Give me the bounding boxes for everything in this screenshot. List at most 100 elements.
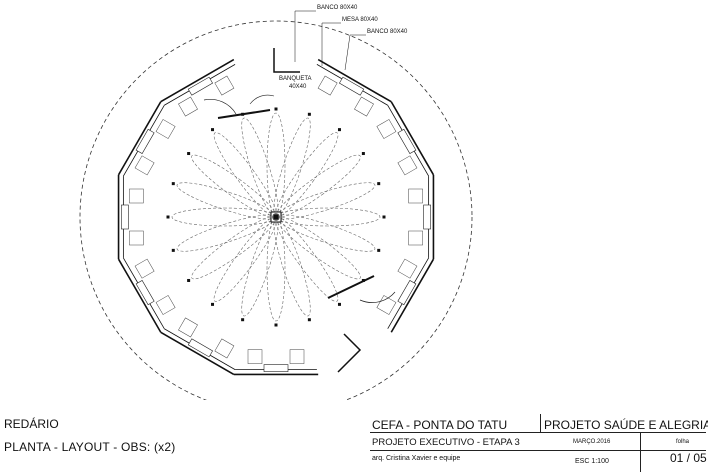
stool-3-a bbox=[397, 258, 418, 279]
drawing-scale: ESC 1:100 bbox=[575, 458, 609, 465]
hammock-1 bbox=[273, 117, 311, 218]
hammock-10 bbox=[266, 216, 286, 322]
hammock-13 bbox=[191, 215, 277, 280]
entrance-niche-bottom bbox=[337, 333, 362, 373]
hammock-hook-14 bbox=[171, 248, 175, 252]
title-block-divider bbox=[540, 414, 541, 432]
bench-5 bbox=[263, 364, 289, 372]
bench-1 bbox=[397, 128, 417, 154]
annotation-leaders bbox=[294, 10, 366, 71]
hammock-9 bbox=[273, 216, 311, 317]
hammock-16 bbox=[176, 182, 277, 220]
bench-9 bbox=[135, 128, 155, 154]
title-block-rule-top bbox=[370, 432, 706, 433]
hammock-hook-6 bbox=[377, 248, 381, 252]
center-post bbox=[270, 211, 282, 223]
label-banqueta-size: 40X40 bbox=[289, 84, 307, 90]
hammock-hook-4 bbox=[377, 182, 381, 186]
hammock-hook-12 bbox=[211, 302, 215, 306]
hammock-hook-17 bbox=[187, 152, 191, 156]
leader-banco-right bbox=[344, 34, 366, 71]
label-banco-top: BANCO 80X40 bbox=[317, 5, 358, 11]
door-leaf-right bbox=[327, 275, 375, 299]
label-mesa: MESA 80X40 bbox=[342, 17, 378, 23]
project-date: MARÇO.2016 bbox=[573, 439, 611, 445]
furniture-layout bbox=[121, 75, 431, 372]
bench-10 bbox=[187, 76, 213, 96]
hammock-7 bbox=[275, 215, 361, 280]
stool-0-b bbox=[354, 96, 374, 117]
roof-outline-circle bbox=[79, 20, 473, 400]
hammock-hook-15 bbox=[166, 215, 170, 219]
project-name: PROJETO SAÚDE E ALEGRIA bbox=[544, 418, 708, 432]
hammock-hook-18 bbox=[211, 128, 215, 132]
hammock-6 bbox=[275, 214, 376, 252]
bench-2 bbox=[423, 204, 431, 230]
hammock-4 bbox=[275, 182, 376, 220]
sheet-number: 01 / 05 bbox=[670, 451, 707, 465]
hammock-hook-10 bbox=[274, 323, 278, 327]
stool-1-b bbox=[397, 155, 418, 176]
project-stage: PROJETO EXECUTIVO - ETAPA 3 bbox=[372, 437, 520, 448]
stool-5-b bbox=[247, 349, 263, 364]
hammock-hook-9 bbox=[307, 318, 311, 322]
stool-0-a bbox=[317, 75, 338, 96]
project-team: arq. Cristina Xavier e equipe bbox=[372, 455, 461, 462]
hammock-18 bbox=[213, 132, 278, 218]
stool-9-b bbox=[155, 119, 176, 139]
bench-8 bbox=[121, 204, 129, 230]
hammock-hook-5 bbox=[382, 215, 386, 219]
hammock-5 bbox=[275, 207, 381, 227]
hammock-11 bbox=[241, 216, 279, 317]
title-block-divider-sheet bbox=[640, 432, 641, 472]
stool-8-a bbox=[129, 230, 144, 246]
bench-3 bbox=[397, 280, 417, 306]
stool-2-a bbox=[408, 188, 423, 204]
wall-outer-10 bbox=[160, 58, 235, 103]
sheet-label: folha bbox=[676, 439, 690, 445]
wall-outer-1 bbox=[390, 101, 435, 176]
hammock-hook-2 bbox=[337, 128, 341, 132]
stool-7-b bbox=[134, 258, 155, 279]
stool-7-a bbox=[155, 295, 176, 315]
hammock-14 bbox=[176, 214, 277, 252]
hammock-8 bbox=[274, 216, 339, 302]
stool-3-b bbox=[376, 295, 397, 315]
drawing-subtitle: PLANTA - LAYOUT - OBS: (x2) bbox=[4, 440, 176, 454]
hammock-3 bbox=[275, 154, 361, 219]
stool-8-b bbox=[129, 188, 144, 204]
door-leaf-top bbox=[217, 109, 271, 119]
title-block-rule-mid bbox=[370, 450, 706, 451]
stool-10-a bbox=[178, 96, 198, 117]
door-arc-right bbox=[359, 291, 396, 303]
leader-mesa bbox=[321, 22, 341, 66]
hammock-hook-11 bbox=[241, 318, 245, 322]
hammock-hook-1 bbox=[307, 112, 311, 116]
bench-6 bbox=[187, 338, 213, 358]
hammock-12 bbox=[213, 216, 278, 302]
roof-circle bbox=[79, 20, 473, 400]
floor-plan-drawing: BANCO 80X40 MESA 80X40 BANCO 80X40 BANQU… bbox=[79, 5, 473, 400]
bench-7 bbox=[135, 280, 155, 306]
entrance-niche-top bbox=[273, 48, 300, 73]
hammock-19 bbox=[241, 117, 279, 218]
hammock-hook-13 bbox=[187, 278, 191, 282]
door-arc-top bbox=[249, 94, 275, 105]
wall-outer-9 bbox=[117, 101, 162, 176]
stool-9-a bbox=[134, 155, 155, 176]
door-arc-top-left bbox=[203, 99, 237, 115]
stool-1-a bbox=[376, 119, 397, 139]
stool-10-b bbox=[214, 75, 235, 96]
hammock-0 bbox=[266, 112, 286, 218]
wall-outer-6 bbox=[160, 331, 235, 376]
wall-outer-0 bbox=[317, 58, 392, 103]
drawing-title: REDÁRIO bbox=[4, 417, 59, 431]
hammock-2 bbox=[274, 132, 339, 218]
hammock-17 bbox=[191, 154, 277, 219]
stool-2-b bbox=[408, 230, 423, 246]
hammock-hook-0 bbox=[274, 107, 278, 111]
hammock-hook-8 bbox=[337, 302, 341, 306]
leader-banco-top bbox=[294, 10, 316, 62]
door-openings bbox=[203, 94, 396, 303]
hammock-15 bbox=[171, 207, 277, 227]
